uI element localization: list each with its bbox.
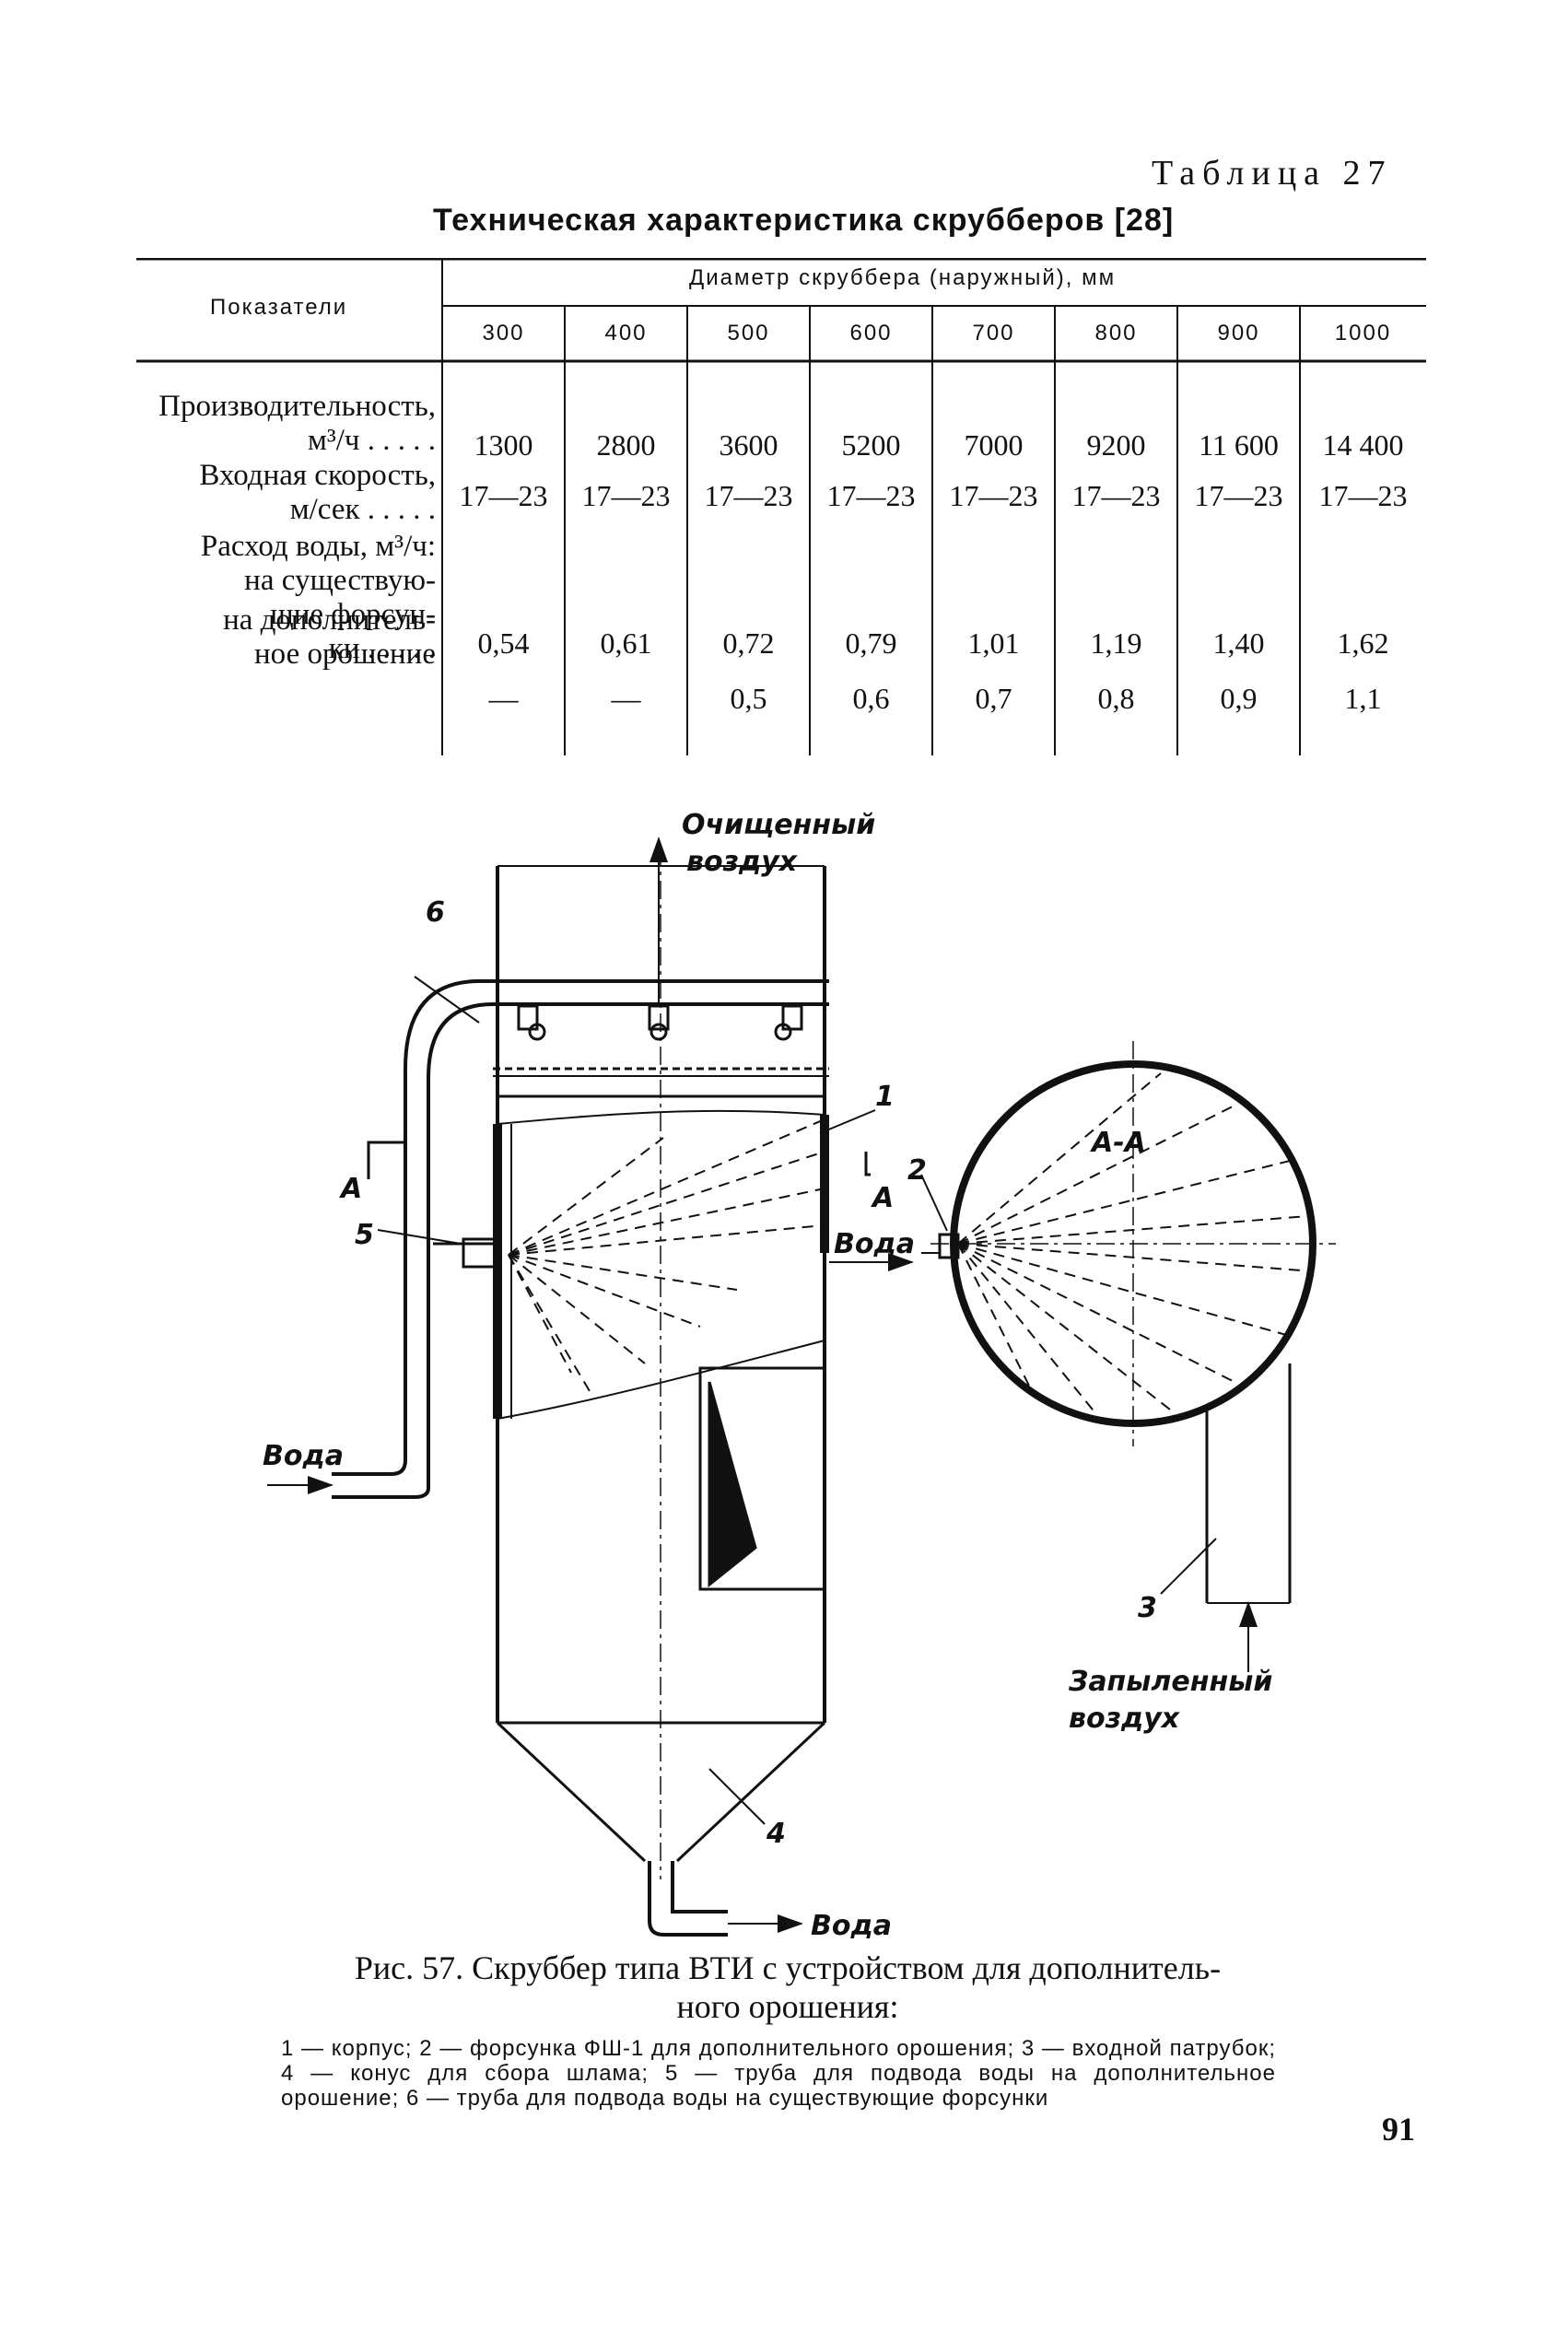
label-section-a-a: А-А (1090, 1127, 1146, 1159)
table-cell: 0,9 (1220, 682, 1258, 715)
table-cell: 17—23 (1194, 479, 1283, 512)
table-cell: 11 600 (1199, 428, 1279, 462)
table-cell: 0,8 (1097, 682, 1135, 715)
row-label-line: щие форсун- (270, 598, 436, 631)
table-cell: 1,19 (1090, 626, 1142, 660)
row-label-line: Производительность, (158, 390, 436, 423)
label-water-middle: Вода (834, 1228, 915, 1260)
table-cell: — (611, 682, 641, 715)
label-water-bottom: Вода (811, 1910, 892, 1942)
label-dusty-air-2: воздух (1069, 1703, 1181, 1735)
nozzle-pipe-5 (433, 1237, 502, 1269)
table-cell: 0,79 (845, 626, 897, 660)
existing-nozzles (517, 1004, 803, 1041)
table-cell: 14 400 (1322, 428, 1404, 462)
table-cell: 17—23 (1071, 479, 1161, 512)
header-diameter-cell: 400 (604, 321, 648, 345)
table-cell: 17—23 (826, 479, 916, 512)
label-1: 1 (875, 1081, 895, 1113)
figure-legend: 1 — корпус; 2 — форсунка ФШ-1 для дополн… (281, 2036, 1276, 2111)
header-diameter-cell: 500 (727, 321, 770, 345)
table-cell: 1300 (474, 428, 533, 462)
header-diameter-cell: 600 (849, 321, 893, 345)
table-cell: 1,62 (1337, 626, 1389, 660)
row-label-line: на существую- (244, 564, 436, 597)
header-row-label: Показатели (210, 295, 348, 320)
table-cell: 17—23 (704, 479, 793, 512)
table-cell: 17—23 (949, 479, 1038, 512)
table-title: Техническая характеристика скрубберов [2… (433, 203, 1175, 238)
page-number: 91 (1382, 2111, 1415, 2148)
sludge-cone (496, 1721, 826, 1937)
table-cell: 2800 (596, 428, 656, 462)
table-cell: 0,6 (852, 682, 890, 715)
table-cell: 1,40 (1212, 626, 1265, 660)
wall-lining (493, 1115, 829, 1419)
row-label-line: Расход воды, м³/ч: (200, 530, 436, 563)
label-dusty-air-1: Запыленный (1068, 1666, 1272, 1698)
table-cell: 0,61 (600, 626, 652, 660)
label-3: 3 (1138, 1592, 1157, 1624)
table-cell: 17—23 (1318, 479, 1408, 512)
table-cell: 0,5 (730, 682, 767, 715)
row-label-line: ки . . . . . (328, 632, 436, 665)
row-label-line: м/сек . . . . . (289, 493, 436, 526)
table-cell: 0,72 (722, 626, 775, 660)
table-cell: 0,7 (975, 682, 1012, 715)
label-5: 5 (355, 1219, 374, 1251)
header-diameter-cell: 300 (482, 321, 525, 345)
label-2: 2 (907, 1154, 927, 1187)
table-cell: — (488, 682, 519, 715)
figure-caption: Рис. 57. Скруббер типа ВТИ с устройством… (281, 1949, 1294, 2026)
label-a-left: А (339, 1173, 362, 1205)
label-4: 4 (766, 1818, 786, 1850)
water-pipe-6 (267, 979, 829, 1499)
header-diameter-cell: 700 (972, 321, 1015, 345)
table-cell: 1,1 (1344, 682, 1382, 715)
scrubber-figure: Очищенный воздух 6 1 А-А А А 5 2 Вода Во… (263, 811, 1336, 1942)
outlet-box (698, 1366, 826, 1591)
specs-table: Показатели Диаметр скруббера (наружный),… (136, 258, 1426, 755)
section-a-a (829, 1041, 1336, 1672)
header-diameter-cell: 1000 (1334, 321, 1392, 345)
table-caption: Таблица 27 (1152, 154, 1393, 193)
figure-caption-line-2: ного орошения: (676, 1988, 899, 2025)
header-diameter-group: Диаметр скруббера (наружный), мм (689, 265, 1117, 290)
label-clean-air-2: воздух (686, 846, 799, 878)
table-cell: 17—23 (459, 479, 548, 512)
label-clean-air-1: Очищенный (682, 811, 875, 841)
table-cell: 5200 (841, 428, 901, 462)
table-cell: 0,54 (477, 626, 530, 660)
table-cell: 17—23 (581, 479, 671, 512)
label-water-left: Вода (263, 1440, 344, 1472)
label-a-right: А (871, 1182, 894, 1214)
table-cell: 9200 (1086, 428, 1146, 462)
label-6: 6 (426, 896, 445, 929)
header-diameter-cell: 900 (1217, 321, 1260, 345)
table-cell: 3600 (719, 428, 778, 462)
figure-caption-line-1: Рис. 57. Скруббер типа ВТИ с устройством… (354, 1949, 1222, 1986)
row-label-line: м³/ч . . . . . (307, 424, 436, 457)
table-cell: 7000 (964, 428, 1024, 462)
row-label-line: ное орошение (254, 638, 436, 671)
row-label-line: Входная скорость, (199, 459, 436, 492)
header-diameter-cell: 800 (1094, 321, 1138, 345)
spray-cone (508, 1118, 825, 1392)
row-label-line: на дополнитель- (223, 603, 436, 637)
table-cell: 1,01 (967, 626, 1020, 660)
table-rules (136, 258, 1426, 755)
